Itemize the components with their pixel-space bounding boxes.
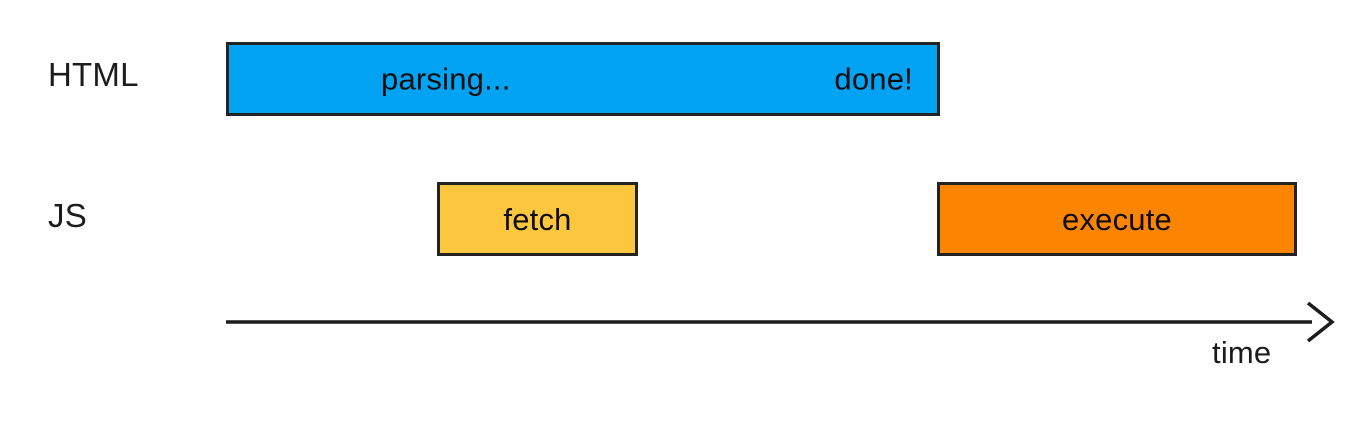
html-parsing-label: parsing... — [381, 61, 511, 97]
js-execute-bar: execute — [937, 182, 1297, 256]
row-label-html: HTML — [48, 56, 139, 93]
html-done-label: done! — [834, 61, 913, 97]
js-fetch-bar: fetch — [437, 182, 638, 256]
time-axis-arrowhead — [1306, 301, 1335, 343]
time-axis-arrow — [226, 301, 1335, 343]
row-label-js: JS — [48, 197, 87, 234]
time-axis-label: time — [1212, 335, 1272, 370]
js-fetch-label: fetch — [503, 201, 572, 237]
html-parsing-bar: parsing... done! — [226, 42, 940, 116]
js-execute-label: execute — [1062, 201, 1172, 237]
